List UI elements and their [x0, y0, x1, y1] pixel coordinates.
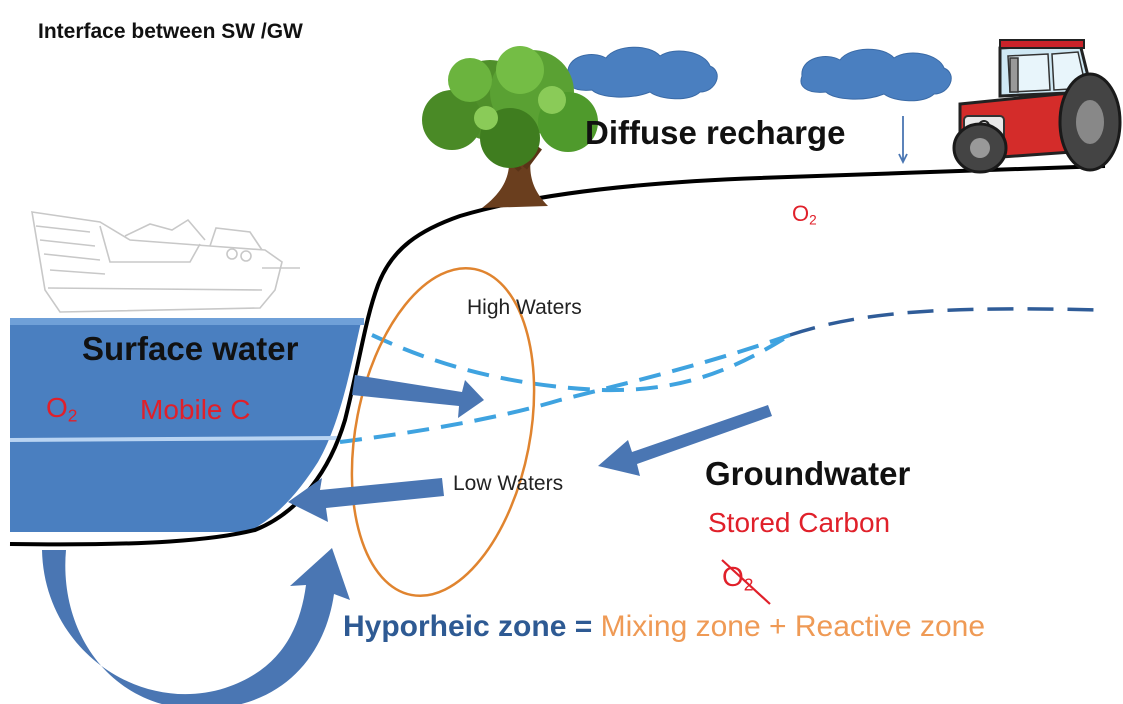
diffuse-recharge-arrow: [898, 116, 908, 165]
stored-carbon-label: Stored Carbon: [708, 507, 891, 538]
hyporheic-exchange-arrow: [42, 548, 350, 704]
plus-sign: +: [769, 610, 787, 643]
oxygen-soil-label: O2: [792, 203, 817, 227]
surface-water-label: Surface water: [82, 330, 299, 367]
gw-to-sw-arrow: [288, 478, 444, 522]
low-waters-label: Low Waters: [453, 472, 564, 495]
diffuse-recharge-label: Diffuse recharge: [585, 114, 846, 151]
cloud-icon: [566, 46, 718, 100]
reactive-zone-term: Reactive zone: [794, 610, 985, 643]
oxygen-groundwater-label: O2: [722, 563, 753, 594]
oxygen-strikethrough: [721, 559, 771, 605]
hyporheic-definition: Hyporheic zone = Mixing zone + Reactive …: [343, 612, 985, 642]
cloud-icon: [800, 48, 952, 102]
groundwater-label: Groundwater: [705, 455, 911, 492]
oxygen-subscript: 2: [743, 574, 754, 595]
boat-sketch-icon: [31, 211, 300, 313]
diagram-title: Interface between SW /GW: [38, 20, 303, 43]
groundwater-flow-arrow: [598, 405, 772, 476]
ground-surface-line: [9, 164, 1106, 547]
regional-water-table: [789, 307, 1101, 337]
hyporheic-zone-term: Hyporheic zone: [343, 610, 567, 643]
oxygen-subscript: 2: [809, 212, 817, 228]
high-waters-label: High Waters: [467, 296, 582, 319]
mobile-carbon-label: Mobile C: [140, 394, 251, 425]
mixing-zone-term: Mixing zone: [600, 610, 761, 643]
oxygen-symbol: O: [792, 201, 810, 226]
surface-water-top-highlight: [10, 318, 364, 325]
sw-to-gw-arrow: [352, 375, 484, 418]
oxygen-symbol: O: [46, 392, 68, 423]
oxygen-surface-water-label: O2: [46, 394, 77, 425]
low-water-table: [339, 333, 791, 444]
tree-icon: [422, 46, 598, 208]
tractor-icon: [952, 39, 1122, 174]
high-water-table: [371, 333, 792, 393]
equals-sign: =: [574, 610, 593, 643]
mixing-zone-ellipse: [350, 266, 536, 598]
surface-water-body: [10, 318, 362, 532]
water-level-line: [9, 436, 339, 442]
oxygen-subscript: 2: [67, 405, 78, 426]
oxygen-symbol: O: [722, 561, 744, 592]
